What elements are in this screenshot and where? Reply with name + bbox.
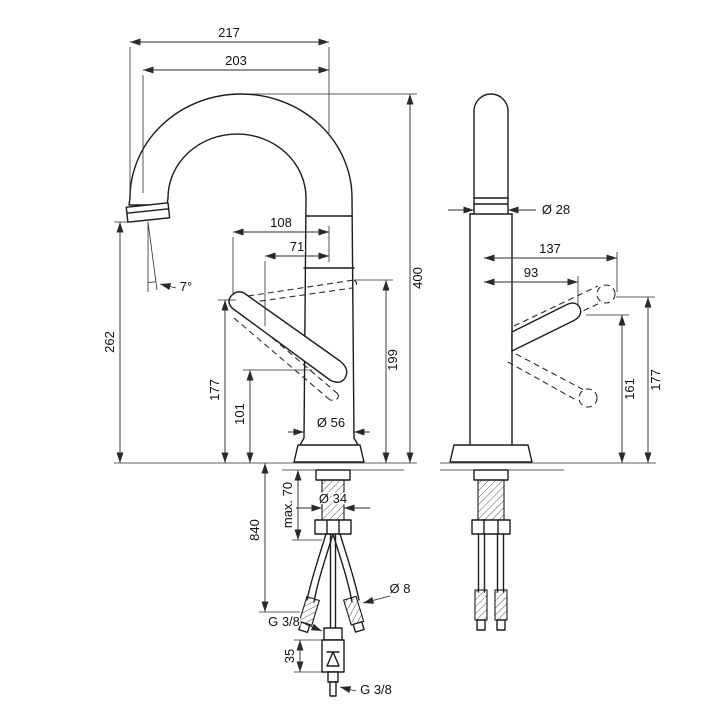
handle-lever-side [228,279,358,401]
base-and-shank-side [293,444,365,535]
dim-label-7deg: 7° [180,279,192,294]
dim-label-g38-upper: G 3/8 [268,614,300,629]
dim-label-dia28: Ø 28 [542,202,570,217]
dim-label-101: 101 [232,403,247,425]
dim-label-203: 203 [225,53,247,68]
dim-label-177-front: 177 [648,369,663,391]
dim-label-840: 840 [247,519,262,541]
dim-label-400: 400 [410,267,425,289]
supply-hoses-side [298,533,365,697]
front-view: Ø 28 137 93 161 177 [440,93,665,631]
handle-lever-front [507,284,616,408]
dim-label-217: 217 [218,25,240,40]
dimensions-side: 217 203 108 71 400 262 199 177 101 Ø 56 … [101,24,427,699]
dim-label-dia56: Ø 56 [317,415,345,430]
dim-label-108: 108 [270,215,292,230]
dim-label-dia34: Ø 34 [319,491,347,506]
body-outline-front [449,93,533,463]
dim-label-g38-lower: G 3/8 [360,682,392,697]
side-view: 217 203 108 71 400 262 199 177 101 Ø 56 … [101,24,427,699]
dimensions-front: Ø 28 137 93 161 177 [440,201,665,471]
aerator [125,202,171,223]
dim-label-177-side: 177 [207,379,222,401]
dim-label-35: 35 [282,649,297,663]
dim-label-199: 199 [385,349,400,371]
dim-label-71: 71 [290,239,304,254]
dim-label-max70: max. 70 [280,482,295,528]
base-and-shank-front [471,469,511,535]
hose-connector-right [342,595,365,633]
supply-hoses-front [474,533,508,631]
dim-label-161: 161 [622,378,637,400]
dim-label-137: 137 [539,241,561,256]
check-valve [321,639,345,673]
spout-outline [125,93,359,446]
hose-connector-left [298,595,321,634]
dim-label-93: 93 [524,265,538,280]
dim-label-dia8: Ø 8 [390,581,411,596]
angle-detail [147,221,177,292]
dim-label-262: 262 [102,331,117,353]
